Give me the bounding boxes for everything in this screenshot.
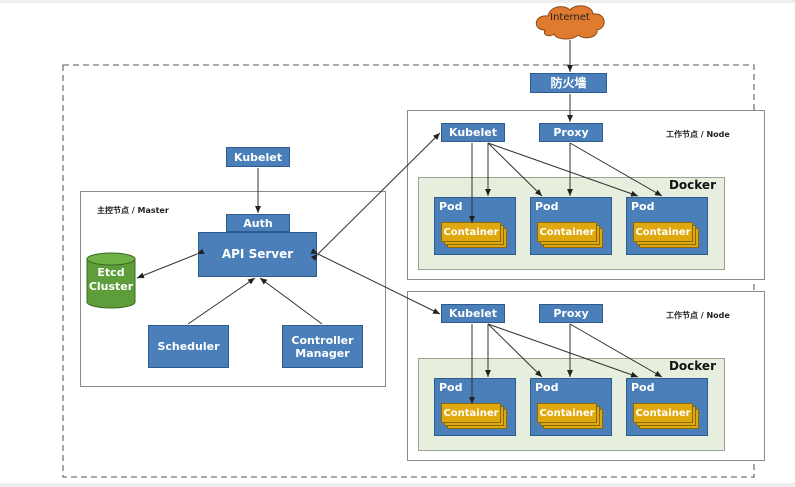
node-region-label-2: 工作节点 / Node xyxy=(666,311,730,320)
controller-manager-line1: Controller xyxy=(291,333,354,347)
auth-box: Auth xyxy=(226,214,290,232)
etcd-label: Etcd Cluster xyxy=(87,266,135,294)
node2-pod-1: Pod Container xyxy=(434,378,516,436)
container-box: Container xyxy=(537,222,597,242)
node2-kubelet-box: Kubelet xyxy=(441,304,505,323)
docker-label-2: Docker xyxy=(668,359,716,373)
etcd-cylinder-icon xyxy=(86,252,136,309)
firewall-label: 防火墙 xyxy=(550,75,587,90)
container-box: Container xyxy=(633,403,693,423)
node2-kubelet-label: Kubelet xyxy=(449,307,497,320)
firewall-box: 防火墙 xyxy=(530,73,607,93)
pod-label: Pod xyxy=(631,381,655,394)
container-box: Container xyxy=(441,403,501,423)
node2-pod-3: Pod Container xyxy=(626,378,708,436)
controller-manager-box: Controller Manager xyxy=(282,325,363,368)
scheduler-box: Scheduler xyxy=(148,325,229,368)
pod-label: Pod xyxy=(535,381,559,394)
auth-label: Auth xyxy=(243,216,273,230)
internet-cloud-icon xyxy=(535,5,605,40)
top-bar xyxy=(0,0,795,3)
pod-label: Pod xyxy=(631,200,655,213)
pod-label: Pod xyxy=(439,381,463,394)
bottom-bar xyxy=(0,483,795,487)
scheduler-label: Scheduler xyxy=(157,340,220,353)
node2-proxy-box: Proxy xyxy=(539,304,603,323)
node1-pod-1: Pod Container xyxy=(434,197,516,255)
controller-manager-line2: Manager xyxy=(295,346,350,360)
node-region-label-1: 工作节点 / Node xyxy=(666,130,730,139)
cluster-boundary xyxy=(62,64,755,478)
api-server-box: API Server xyxy=(198,232,317,277)
internet-label: Internet xyxy=(550,12,590,23)
container-box: Container xyxy=(633,222,693,242)
master-kubelet-label: Kubelet xyxy=(234,150,282,164)
node1-pod-3: Pod Container xyxy=(626,197,708,255)
node2-pod-2: Pod Container xyxy=(530,378,612,436)
node1-pod-2: Pod Container xyxy=(530,197,612,255)
api-server-label: API Server xyxy=(221,247,294,261)
master-kubelet-box: Kubelet xyxy=(226,147,290,167)
docker-label-1: Docker xyxy=(668,178,716,192)
node1-proxy-label: Proxy xyxy=(553,126,589,139)
pod-label: Pod xyxy=(535,200,559,213)
container-box: Container xyxy=(537,403,597,423)
node2-proxy-label: Proxy xyxy=(553,307,589,320)
pod-label: Pod xyxy=(439,200,463,213)
node1-kubelet-box: Kubelet xyxy=(441,123,505,142)
master-region-label: 主控节点 / Master xyxy=(97,206,169,215)
container-box: Container xyxy=(441,222,501,242)
node1-kubelet-label: Kubelet xyxy=(449,126,497,139)
node1-proxy-box: Proxy xyxy=(539,123,603,142)
etcd-label-line2: Cluster xyxy=(88,280,134,293)
etcd-label-line1: Etcd xyxy=(97,266,125,279)
